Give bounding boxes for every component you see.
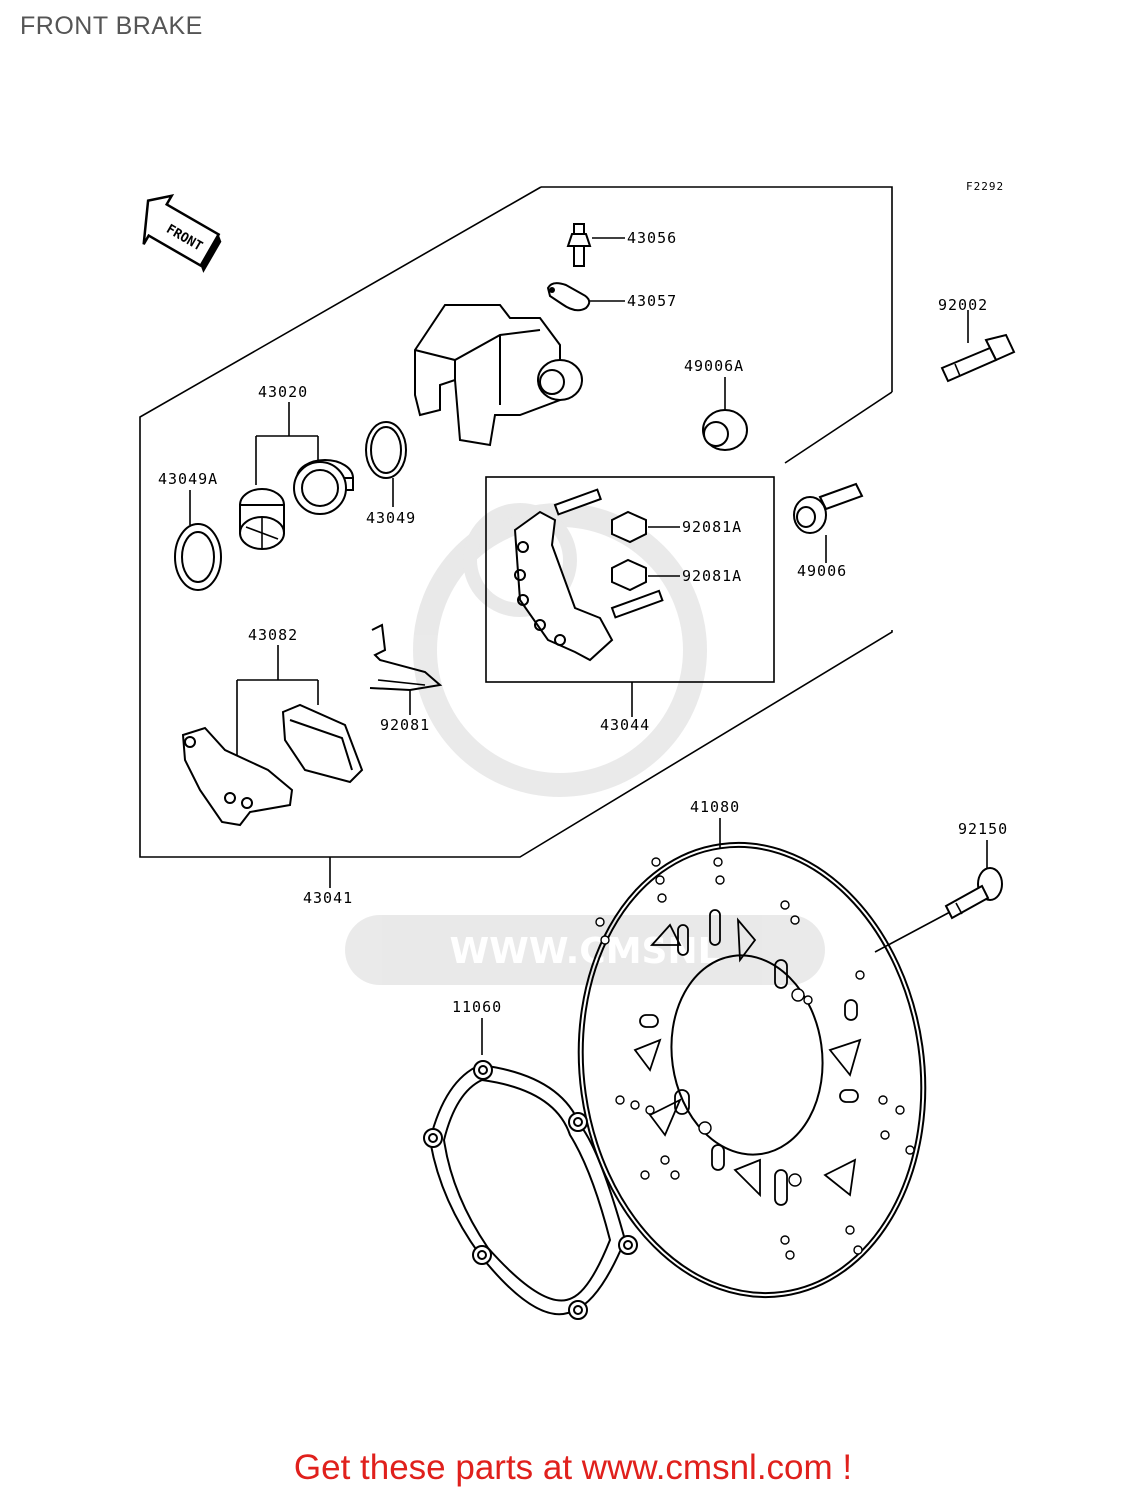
brake-disc [577,841,927,1299]
page-title: FRONT BRAKE [20,12,203,40]
part-label: 43082 [248,626,298,644]
part-label: 92081A [682,567,742,585]
part-label: 43049A [158,470,218,488]
parts-diagram: WWW.CMSNL F2292 FRONT 43056 43057 [139,180,1016,1320]
caliper-body [414,304,583,447]
part-label: 92081A [682,518,742,536]
caliper-piston [293,459,354,515]
caliper-assembly-outline [541,186,893,392]
part-label: 43049 [366,509,416,527]
bracket-subassembly-box [485,476,775,683]
part-label: 41080 [690,798,740,816]
brake-pad-shim [181,726,294,827]
part-label: 92150 [958,820,1008,838]
pad-spring-clip [611,558,647,592]
part-label: 92002 [938,296,988,314]
part-label: 11060 [452,998,502,1016]
part-label: 49006 [797,562,847,580]
disc-gasket [423,1060,638,1320]
dust-boot [702,409,748,451]
caliper-bolt [940,333,1016,383]
part-label: 43057 [627,292,677,310]
pad-spring-clip [611,510,647,544]
part-label: 43044 [600,716,650,734]
piston-insulator [239,488,285,550]
part-label: 43041 [303,889,353,907]
pad-spring [369,623,443,692]
part-label: 43020 [258,383,308,401]
part-label: 92081 [380,716,430,734]
brake-pad [281,703,364,784]
figure-code: F2292 [966,180,1004,193]
bleeder-valve [566,223,592,267]
part-label: 43056 [627,229,677,247]
front-arrow-icon: FRONT [142,193,222,273]
slide-pin-boot [793,482,864,534]
part-label: 49006A [684,357,744,375]
bleeder-cap [546,282,591,312]
watermark-text: WWW.CMSNL [449,931,720,972]
disc-bolt [944,867,1003,920]
caliper-bracket [513,488,664,662]
watermark-logo: WWW.CMSNL [345,503,825,985]
piston-seal [365,421,407,479]
dust-seal [174,523,222,591]
cta-link[interactable]: Get these parts at www.cmsnl.com ! [293,1448,853,1487]
